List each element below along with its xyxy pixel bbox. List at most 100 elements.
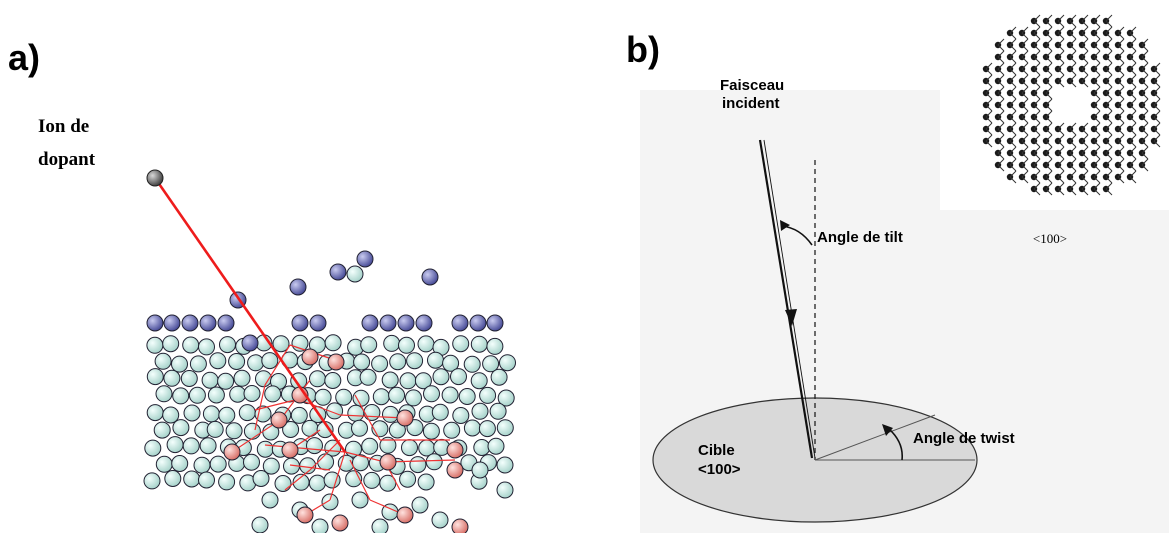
lattice-atom [431, 511, 449, 529]
crystal-bond [997, 56, 1005, 64]
displaced-atoms [223, 348, 469, 533]
incident-beam [758, 139, 814, 459]
crystal-bond [1021, 176, 1029, 184]
crystal-bond [1021, 74, 1029, 82]
crystal-bond [1141, 116, 1149, 124]
lattice-atom [290, 406, 308, 424]
crystal-bond [1117, 134, 1125, 142]
lattice-atom [406, 352, 424, 370]
lattice-atom [272, 335, 290, 353]
crystal-bond [1045, 44, 1053, 52]
lattice-atom [155, 455, 173, 473]
crystal-bond [1033, 116, 1041, 124]
lattice-atom [198, 338, 215, 356]
crystal-bond [1021, 26, 1029, 34]
surface-atom [415, 314, 433, 332]
crystal-bond [1129, 140, 1137, 148]
crystal-bond [997, 152, 1005, 160]
crystal-bond [1117, 176, 1125, 184]
crystal-bond [1033, 146, 1041, 154]
crystal-bond [1057, 152, 1065, 160]
crystal-bond [1009, 134, 1017, 142]
crystal-bond [1069, 176, 1077, 184]
crystal-bond [1081, 122, 1089, 130]
crystal-bond [1009, 56, 1017, 64]
crystal-bond [1057, 68, 1065, 76]
crystal-bond [1141, 80, 1149, 88]
crystal-bond [1105, 44, 1113, 52]
surface-atom [163, 314, 181, 332]
cascade-branch [284, 469, 311, 491]
crystal-bond [1105, 146, 1113, 154]
surface-atom [181, 314, 199, 332]
crystal-bond [1057, 170, 1065, 178]
displaced-atom [331, 514, 349, 532]
crystal-bond [1045, 164, 1053, 172]
crystal-bond [997, 92, 1005, 100]
crystal-bond [1033, 44, 1041, 52]
lattice-atom [183, 404, 201, 422]
panel-b: b) Cible <100> Faisceau incident Angle d… [626, 0, 1169, 533]
crystal-bond [1069, 182, 1077, 190]
cascade-branch [264, 344, 291, 386]
crystal-bond [997, 38, 1005, 46]
crystal-bond [1105, 38, 1113, 46]
crystal-bond [1021, 68, 1029, 76]
lattice-atom [399, 470, 417, 488]
lattice-atom [201, 371, 219, 389]
incident-beam-edge [763, 139, 816, 459]
crystal-bond [1105, 164, 1113, 172]
crystal-bond [1117, 32, 1125, 40]
crystal-bond [1141, 50, 1149, 58]
crystal-bond [1069, 122, 1077, 130]
cascade-branch [254, 399, 296, 411]
crystal-bond [997, 146, 1005, 154]
crystal-bond [985, 74, 993, 82]
crystal-bond [997, 134, 1005, 142]
crystal-bond [1021, 50, 1029, 58]
crystal-bond [1105, 188, 1113, 196]
crystal-bond [1093, 128, 1101, 136]
crystal-bond [1021, 134, 1029, 142]
crystal-bond [1141, 104, 1149, 112]
crystal-bond [1033, 14, 1041, 22]
lattice-atom [401, 439, 418, 457]
crystal-bond [1069, 38, 1077, 46]
lattice-atom [317, 453, 335, 471]
crystal-bond [1129, 152, 1137, 160]
lattice-atom [388, 386, 406, 404]
lattice-atom [238, 404, 256, 422]
beam-arrowhead [785, 309, 797, 326]
crystal-bond [1117, 56, 1125, 64]
crystal-bond [1045, 98, 1053, 106]
cascade-branch [309, 439, 341, 471]
crystal-bond [1057, 44, 1065, 52]
lattice-atom [228, 353, 246, 370]
crystal-bond [1045, 92, 1053, 100]
collision-cascade [231, 344, 456, 516]
crystal-bond [1105, 68, 1113, 76]
lattice-atom [182, 437, 200, 455]
crystal-bond [1033, 68, 1041, 76]
cascade-branch [231, 419, 281, 453]
crystal-bond [1033, 128, 1041, 136]
crystal-bond [1129, 62, 1137, 70]
sputtered-atom [329, 263, 347, 281]
cascade-branch [339, 414, 406, 419]
crystal-bond [1081, 20, 1089, 28]
crystal-bond [985, 80, 993, 88]
crystal-bond [1129, 32, 1137, 40]
crystal-bond [1117, 44, 1125, 52]
crystal-bond [1093, 68, 1101, 76]
displaced-atom [379, 453, 397, 471]
crystal-bond [997, 50, 1005, 58]
crystal-bond [1129, 38, 1137, 46]
lattice-atom [171, 455, 189, 472]
lattice-atom [363, 471, 381, 489]
lattice-atom [382, 405, 399, 423]
crystal-bond [1129, 146, 1137, 154]
crystal-bond [1117, 98, 1125, 106]
crystal-bond [985, 116, 993, 124]
crystal-bond [1033, 170, 1041, 178]
crystal-bond [1117, 122, 1125, 130]
